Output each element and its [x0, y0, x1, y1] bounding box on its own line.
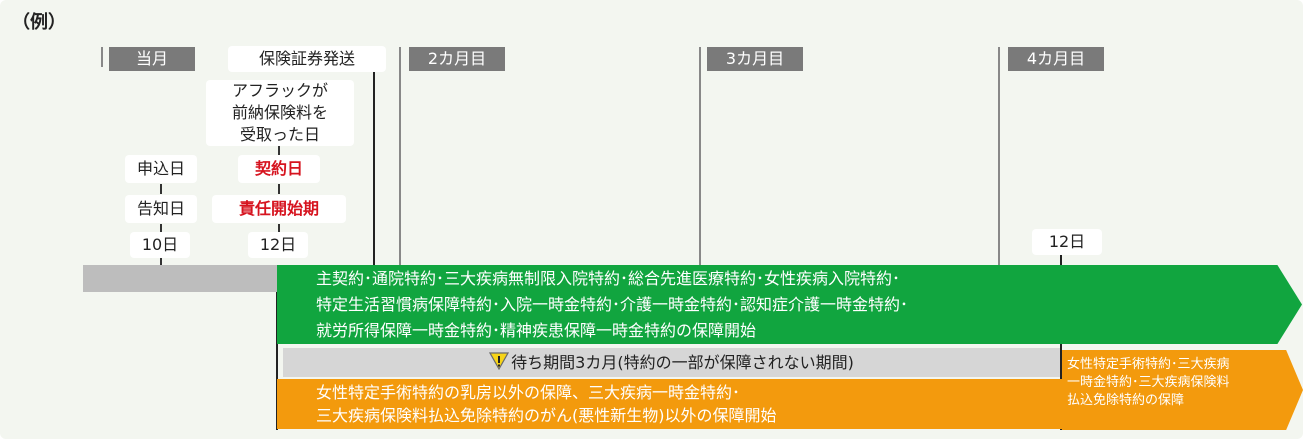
example-label: （例） — [12, 12, 66, 33]
later-coverage-line-3: 払込免除特約の保障 — [1067, 393, 1185, 408]
day12-label: 12日 — [248, 232, 308, 258]
later-coverage-line-1: 女性特定手術特約･三大疾病 — [1067, 357, 1230, 372]
month1-line — [101, 47, 103, 67]
main-coverage-band — [277, 265, 1302, 344]
month2-line — [399, 47, 401, 265]
later-coverage-text: 女性特定手術特約･三大疾病 一時金特約･三大疾病保険料 払込免除特約の保障 — [1067, 356, 1230, 410]
warning-icon — [489, 350, 510, 379]
day10-label: 10日 — [130, 232, 190, 258]
connector — [278, 184, 280, 194]
connector — [160, 184, 162, 194]
aflac-received-label: アフラックが 前納保険料を 受取った日 — [206, 80, 354, 146]
waiting-period-bar — [283, 348, 1060, 377]
waiting-period-text: 待ち期間3カ月(特約の一部が保障されない期間) — [511, 353, 854, 372]
later-coverage-line-2: 一時金特約･三大疾病保険料 — [1067, 375, 1230, 390]
day12-later-label: 12日 — [1032, 229, 1102, 255]
partial-coverage-text: 女性特定手術特約の乳房以外の保障、三大疾病一時金特約･ 三大疾病保険料払込免除特… — [316, 381, 777, 427]
notice-day-label: 告知日 — [125, 195, 197, 223]
month-label-3: 3カ月目 — [707, 47, 803, 71]
connector — [160, 224, 162, 232]
partial-coverage-line-1: 女性特定手術特約の乳房以外の保障、三大疾病一時金特約･ — [316, 383, 741, 402]
policy-sent-line — [373, 47, 375, 265]
month4-line — [998, 47, 1000, 265]
contract-day-label: 契約日 — [238, 155, 320, 183]
liability-start-label: 責任開始期 — [212, 195, 346, 223]
main-coverage-line-2: 特定生活習慣病保障特約･入院一時金特約･介護一時金特約･認知症介護一時金特約･ — [316, 295, 909, 314]
connector — [278, 146, 280, 156]
partial-coverage-line-2: 三大疾病保険料払込免除特約のがん(悪性新生物)以外の保障開始 — [316, 406, 777, 425]
month-label-1: 当月 — [109, 47, 195, 71]
aflac-received-line-1: アフラックが — [231, 81, 328, 100]
main-coverage-line-1: 主契約･通院特約･三大疾病無制限入院特約･総合先進医療特約･女性疾病入院特約･ — [316, 269, 901, 288]
aflac-received-line-3: 受取った日 — [239, 125, 320, 144]
month3-line — [699, 47, 701, 265]
month-label-2: 2カ月目 — [409, 47, 505, 71]
partial-coverage-band — [277, 379, 1062, 429]
connector — [160, 258, 162, 265]
main-coverage-text: 主契約･通院特約･三大疾病無制限入院特約･総合先進医療特約･女性疾病入院特約･ … — [316, 266, 908, 344]
main-coverage-line-3: 就労所得保障一時金特約･精神疾患保障一時金特約の保障開始 — [316, 321, 757, 340]
connector — [278, 224, 280, 232]
waiting-period-label: 待ち期間3カ月(特約の一部が保障されない期間) — [283, 348, 1060, 377]
pre-contract-bar — [83, 265, 277, 292]
later-coverage-band — [1062, 350, 1303, 430]
policy-sent-label: 保険証券発送 — [228, 46, 386, 72]
month-label-4: 4カ月目 — [1008, 47, 1104, 71]
aflac-received-line-2: 前納保険料を — [231, 103, 328, 122]
start-line — [276, 265, 278, 430]
apply-day-label: 申込日 — [125, 155, 197, 183]
